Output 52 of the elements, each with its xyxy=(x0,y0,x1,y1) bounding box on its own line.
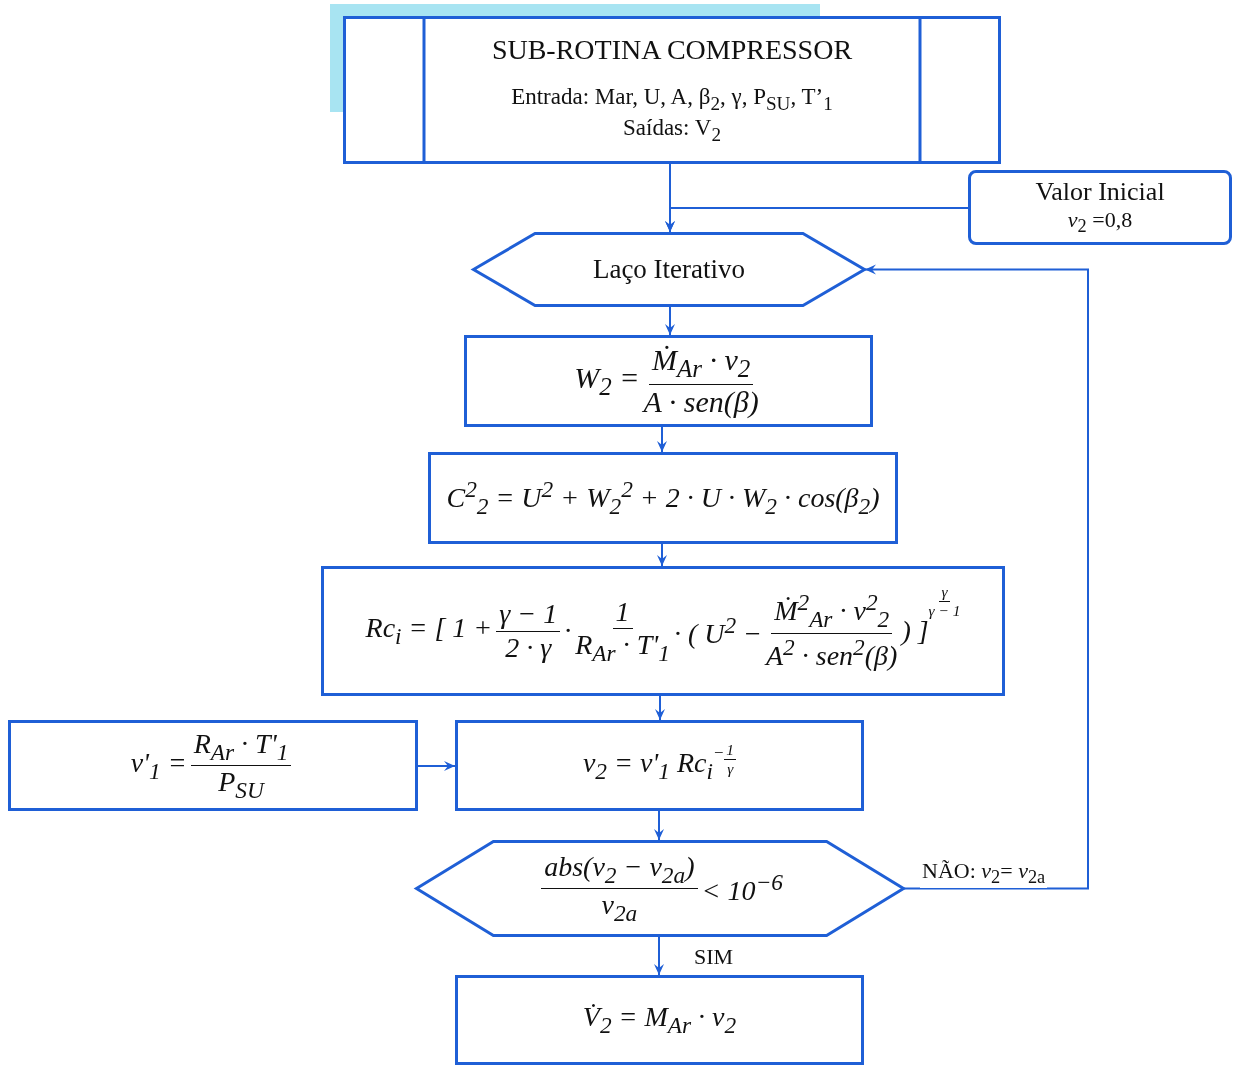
process-box xyxy=(321,566,1005,696)
arrow xyxy=(417,761,456,771)
numerator: 1 xyxy=(612,595,633,629)
formula-text: C$^{2}$$_{2}$ = U$^{2}$ + W$_{2}$$^{2}$ + 2 · U · W$_{2}$ · cos(β$_{2}$) xyxy=(446,476,880,520)
text: Laço Iterativo xyxy=(592,253,746,285)
denominator: γ xyxy=(727,759,734,778)
formula-text: Rc$_{i}$ = [ 1 + xyxy=(365,612,493,650)
arrow xyxy=(654,936,664,976)
denominator: P$_{SU}$ xyxy=(218,766,264,804)
input-box xyxy=(968,170,1232,245)
formula-text: V̇$_{2}$ = M$_{Ar}$ · v$_{2}$ xyxy=(582,1001,737,1039)
formula-text: ) ] xyxy=(901,614,929,648)
arrow xyxy=(657,543,667,567)
subroutine-box xyxy=(343,16,1001,164)
text: v$_{2}$ =0,8 xyxy=(1067,207,1133,238)
numerator: γ − 1 xyxy=(496,598,561,632)
text: Valor Inicial xyxy=(1035,177,1165,208)
arrow xyxy=(665,207,969,233)
process-box xyxy=(428,452,898,544)
text: Saídas: V$_{2}$ xyxy=(623,115,721,146)
process-box xyxy=(464,335,873,427)
denominator: A$^{2}$ · sen$^{2}$(β) xyxy=(766,634,898,673)
text: Entrada: Mar, U, A, β$_{2}$, γ, P$_{SU}$, T’$_{1}$ xyxy=(511,84,833,116)
process-box xyxy=(8,720,418,811)
arrow xyxy=(654,810,664,841)
text: SUB-ROTINA COMPRESSOR xyxy=(491,34,853,67)
formula-text: v'$_{1}$ = xyxy=(130,746,187,785)
arrow xyxy=(657,426,667,453)
denominator: A · sen(β) xyxy=(643,384,759,420)
process-box xyxy=(455,720,864,811)
edge-label: NÃO: v$_{2}$= v$_{2a}$ xyxy=(920,858,1048,889)
arrow xyxy=(864,264,1089,890)
numerator: R$_{Ar}$ · T'$_{1}$ xyxy=(190,727,292,766)
numerator: Ṁ$_{Ar}$ · v$_{2}$ xyxy=(648,342,754,385)
arrow xyxy=(655,695,665,721)
denominator: R$_{Ar}$ · T'$_{1}$ xyxy=(575,628,670,667)
denominator: 2 · γ xyxy=(505,631,552,664)
preparation-hexagon xyxy=(472,232,866,307)
preparation-hexagon xyxy=(415,840,905,937)
formula-text: v$_{2}$ = v'$_{1}$ Rc$_{i}$ xyxy=(582,746,714,785)
arrow xyxy=(665,306,675,336)
process-box xyxy=(455,975,864,1065)
denominator: v$_{2a}$ xyxy=(601,889,638,927)
formula-text: · xyxy=(564,614,572,648)
formula-text: · ( U$^{2}$ − xyxy=(673,611,762,651)
numerator: 1 xyxy=(724,740,737,760)
formula-text: W$_{2}$ = xyxy=(574,360,640,402)
numerator: abs(v$_{2}$ − v$_{2a}$) xyxy=(541,850,698,889)
numerator: γ xyxy=(939,583,950,603)
exponent-sign: − xyxy=(713,742,725,763)
denominator: γ − 1 xyxy=(928,602,961,620)
formula-text: < 10$^{−6}$ xyxy=(701,869,783,908)
